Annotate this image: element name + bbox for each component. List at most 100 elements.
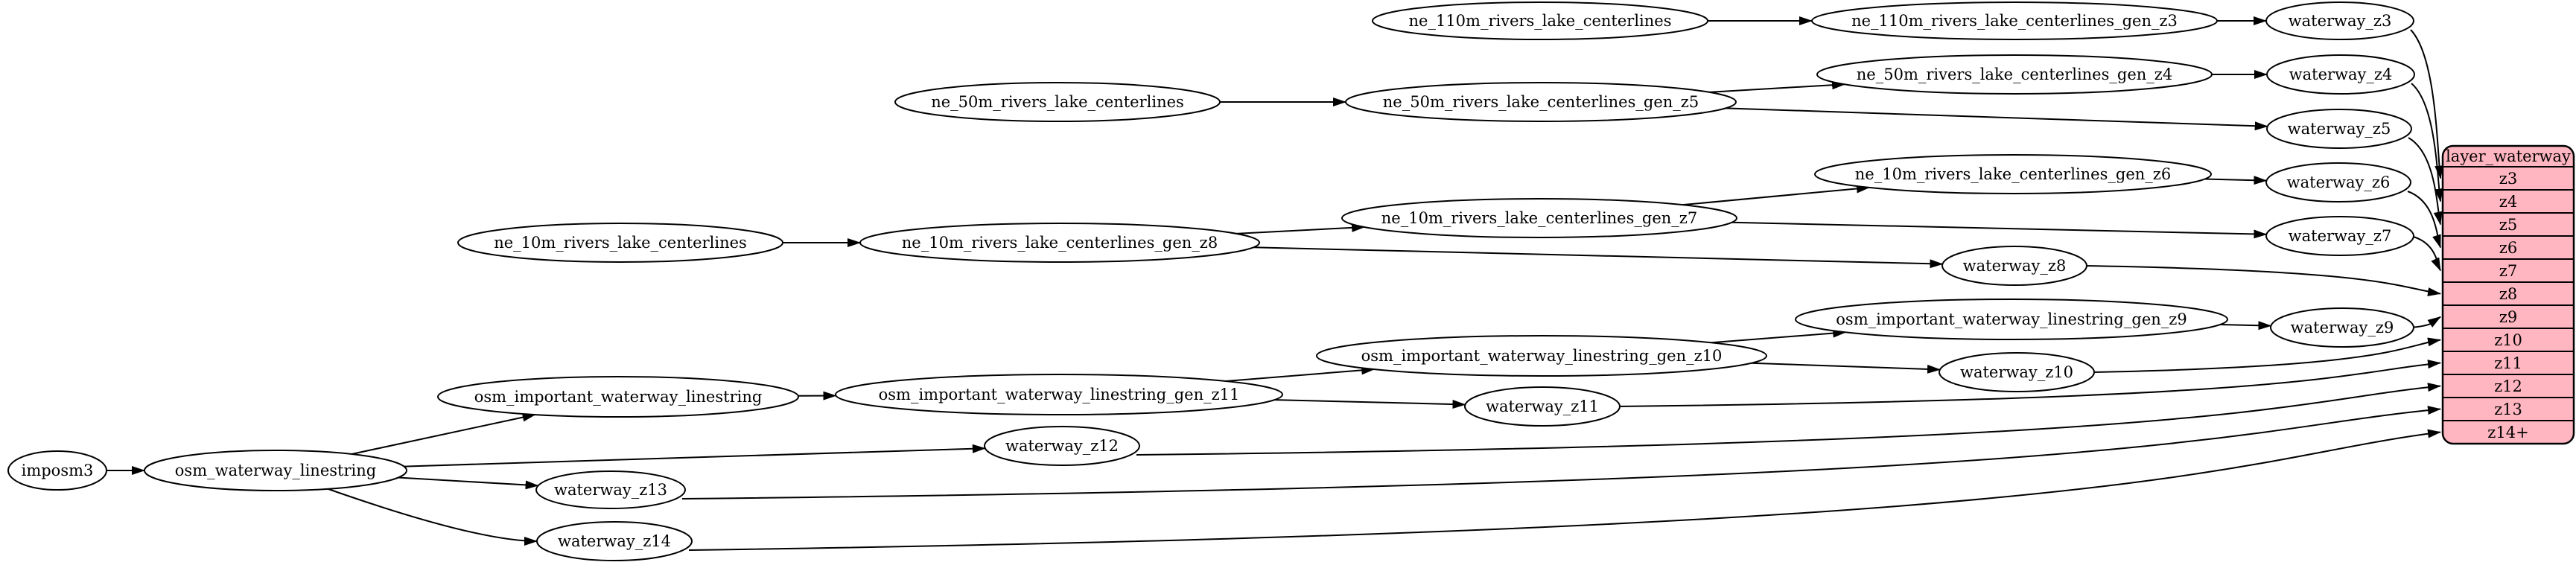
node-waterway_z6: waterway_z6 bbox=[2265, 162, 2411, 202]
node-label-ne_50m_rivers_lake_centerlines_gen_z5: ne_50m_rivers_lake_centerlines_gen_z5 bbox=[1383, 93, 1699, 111]
node-osm_important_waterway_linestring_gen_z9: osm_important_waterway_linestring_gen_z9 bbox=[1795, 299, 2228, 340]
edge-waterway_z4-to-z4 bbox=[2411, 83, 2443, 202]
node-ellipse-osm_waterway_linestring bbox=[144, 450, 407, 491]
node-waterway_z4: waterway_z4 bbox=[2266, 54, 2415, 95]
node-label-waterway_z9: waterway_z9 bbox=[2291, 319, 2394, 336]
node-ellipse-ne_10m_rivers_lake_centerlines bbox=[457, 223, 783, 263]
edge-waterway_z5-to-z5 bbox=[2408, 137, 2443, 226]
node-ellipse-waterway_z11 bbox=[1464, 386, 1621, 427]
edge-osm_important_waterway_linestring_gen_z11-to-osm_important_waterway_linestring_gen_z10 bbox=[1225, 366, 1376, 383]
table-row-z11: z11 bbox=[2494, 354, 2522, 372]
edge-osm_waterway_linestring-to-waterway_z12 bbox=[404, 444, 986, 468]
node-ellipse-ne_50m_rivers_lake_centerlines bbox=[894, 82, 1221, 122]
table-row-z12: z12 bbox=[2494, 377, 2522, 395]
node-ellipse-osm_important_waterway_linestring_gen_z9 bbox=[1795, 299, 2228, 340]
node-ellipse-osm_important_waterway_linestring bbox=[437, 376, 799, 418]
edge-waterway_z11-to-z11 bbox=[1616, 360, 2441, 407]
node-ellipse-ne_50m_rivers_lake_centerlines_gen_z4 bbox=[1816, 54, 2213, 95]
node-label-osm_important_waterway_linestring: osm_important_waterway_linestring bbox=[474, 388, 763, 406]
edge-osm_waterway_linestring-to-waterway_z14 bbox=[328, 488, 538, 546]
table-row-z14+: z14+ bbox=[2487, 424, 2528, 441]
node-ellipse-ne_110m_rivers_lake_centerlines_gen_z3 bbox=[1811, 1, 2218, 40]
node-label-ne_10m_rivers_lake_centerlines_gen_z7: ne_10m_rivers_lake_centerlines_gen_z7 bbox=[1381, 209, 1697, 227]
edge-waterway_z12-to-z12 bbox=[1136, 383, 2441, 456]
node-label-waterway_z10: waterway_z10 bbox=[1960, 363, 2073, 381]
node-waterway_z7: waterway_z7 bbox=[2265, 216, 2414, 256]
edge-waterway_z10-to-z10 bbox=[2090, 337, 2441, 373]
node-label-ne_110m_rivers_lake_centerlines: ne_110m_rivers_lake_centerlines bbox=[1409, 12, 1672, 30]
node-ellipse-waterway_z12 bbox=[984, 426, 1140, 466]
edge-ne_50m_rivers_lake_centerlines_gen_z5-to-ne_50m_rivers_lake_centerlines_gen_z4 bbox=[1708, 80, 1846, 93]
nodes-layer: imposm3 osm_waterway_linestring osm_import… bbox=[7, 1, 2415, 561]
node-ellipse-waterway_z10 bbox=[1939, 352, 2095, 392]
node-ne_110m_rivers_lake_centerlines: ne_110m_rivers_lake_centerlines bbox=[1372, 1, 1708, 40]
node-ne_10m_rivers_lake_centerlines: ne_10m_rivers_lake_centerlines bbox=[457, 223, 783, 263]
edge-waterway_z7-to-z7 bbox=[2410, 235, 2441, 272]
node-ne_50m_rivers_lake_centerlines_gen_z5: ne_50m_rivers_lake_centerlines_gen_z5 bbox=[1345, 82, 1737, 122]
node-ellipse-ne_10m_rivers_lake_centerlines_gen_z6 bbox=[1814, 154, 2212, 194]
node-label-osm_important_waterway_linestring_gen_z10: osm_important_waterway_linestring_gen_z1… bbox=[1361, 347, 1723, 365]
table-body bbox=[2441, 144, 2575, 445]
node-ellipse-waterway_z8 bbox=[1941, 246, 2087, 286]
node-ne_10m_rivers_lake_centerlines_gen_z7: ne_10m_rivers_lake_centerlines_gen_z7 bbox=[1341, 198, 1737, 238]
table-header-label: layer_waterway bbox=[2446, 147, 2571, 165]
node-ellipse-waterway_z5 bbox=[2266, 109, 2412, 149]
table-row-z3: z3 bbox=[2499, 170, 2517, 188]
node-waterway_z3: waterway_z3 bbox=[2265, 1, 2414, 40]
node-ellipse-waterway_z7 bbox=[2265, 216, 2414, 256]
node-ellipse-osm_important_waterway_linestring_gen_z11 bbox=[835, 374, 1283, 415]
node-ellipse-waterway_z3 bbox=[2265, 1, 2414, 40]
node-label-waterway_z3: waterway_z3 bbox=[2289, 12, 2392, 30]
node-ellipse-ne_10m_rivers_lake_centerlines_gen_z7 bbox=[1341, 198, 1737, 238]
table-row-z13: z13 bbox=[2494, 401, 2522, 418]
edge-waterway_z14-to-z14+ bbox=[688, 429, 2441, 551]
node-imposm3: imposm3 bbox=[7, 450, 107, 491]
node-waterway_z5: waterway_z5 bbox=[2266, 109, 2412, 149]
table-row-z8: z8 bbox=[2499, 285, 2517, 303]
table-row-z9: z9 bbox=[2499, 308, 2517, 326]
node-label-waterway_z8: waterway_z8 bbox=[1963, 257, 2067, 275]
edge-ne_10m_rivers_lake_centerlines_gen_z6-to-waterway_z6 bbox=[2204, 176, 2268, 185]
node-waterway_z13: waterway_z13 bbox=[535, 470, 686, 509]
table-layer_waterway: layer_waterwayz3z4z5z6z7z8z9z10z11z12z13… bbox=[2441, 144, 2575, 445]
edge-waterway_z3-to-z3 bbox=[2410, 29, 2444, 179]
node-label-ne_10m_rivers_lake_centerlines: ne_10m_rivers_lake_centerlines bbox=[494, 234, 747, 252]
node-label-ne_110m_rivers_lake_centerlines_gen_z3: ne_110m_rivers_lake_centerlines_gen_z3 bbox=[1851, 12, 2178, 30]
edge-osm_waterway_linestring-to-osm_important_waterway_linestring bbox=[351, 412, 536, 455]
node-waterway_z12: waterway_z12 bbox=[984, 426, 1140, 466]
node-ne_10m_rivers_lake_centerlines_gen_z6: ne_10m_rivers_lake_centerlines_gen_z6 bbox=[1814, 154, 2212, 194]
edge-ne_10m_rivers_lake_centerlines_gen_z7-to-waterway_z7 bbox=[1731, 221, 2268, 239]
node-ellipse-waterway_z13 bbox=[535, 470, 686, 509]
node-label-waterway_z7: waterway_z7 bbox=[2289, 227, 2392, 245]
node-label-waterway_z13: waterway_z13 bbox=[554, 481, 667, 499]
edge-ne_10m_rivers_lake_centerlines_gen_z8-to-waterway_z8 bbox=[1253, 246, 1944, 269]
node-label-osm_important_waterway_linestring_gen_z9: osm_important_waterway_linestring_gen_z9 bbox=[1836, 310, 2187, 328]
node-waterway_z8: waterway_z8 bbox=[1941, 246, 2087, 286]
edge-waterway_z8-to-z8 bbox=[2083, 265, 2441, 297]
edge-ne_50m_rivers_lake_centerlines_gen_z5-to-waterway_z5 bbox=[1726, 107, 2268, 131]
node-label-waterway_z5: waterway_z5 bbox=[2288, 120, 2391, 138]
node-label-ne_10m_rivers_lake_centerlines_gen_z6: ne_10m_rivers_lake_centerlines_gen_z6 bbox=[1855, 165, 2171, 183]
edge-waterway_z9-to-z9 bbox=[2410, 316, 2441, 328]
node-label-ne_50m_rivers_lake_centerlines: ne_50m_rivers_lake_centerlines bbox=[931, 93, 1184, 111]
node-label-imposm3: imposm3 bbox=[22, 462, 94, 479]
node-ne_10m_rivers_lake_centerlines_gen_z8: ne_10m_rivers_lake_centerlines_gen_z8 bbox=[859, 223, 1260, 263]
edge-osm_important_waterway_linestring_gen_z10-to-waterway_z10 bbox=[1751, 362, 1941, 374]
node-ellipse-ne_10m_rivers_lake_centerlines_gen_z8 bbox=[859, 223, 1260, 263]
edges-layer bbox=[106, 16, 2444, 551]
node-label-osm_waterway_linestring: osm_waterway_linestring bbox=[175, 462, 376, 479]
edge-osm_important_waterway_linestring_gen_z11-to-waterway_z11 bbox=[1274, 399, 1466, 409]
node-label-waterway_z14: waterway_z14 bbox=[558, 532, 671, 550]
node-osm_important_waterway_linestring_gen_z11: osm_important_waterway_linestring_gen_z1… bbox=[835, 374, 1283, 415]
node-ellipse-waterway_z9 bbox=[2270, 307, 2414, 348]
node-ne_50m_rivers_lake_centerlines_gen_z4: ne_50m_rivers_lake_centerlines_gen_z4 bbox=[1816, 54, 2213, 95]
node-osm_important_waterway_linestring_gen_z10: osm_important_waterway_linestring_gen_z1… bbox=[1316, 335, 1767, 377]
node-label-waterway_z6: waterway_z6 bbox=[2287, 173, 2391, 191]
node-ne_110m_rivers_lake_centerlines_gen_z3: ne_110m_rivers_lake_centerlines_gen_z3 bbox=[1811, 1, 2218, 40]
node-label-ne_50m_rivers_lake_centerlines_gen_z4: ne_50m_rivers_lake_centerlines_gen_z4 bbox=[1857, 66, 2172, 83]
node-ne_50m_rivers_lake_centerlines: ne_50m_rivers_lake_centerlines bbox=[894, 82, 1221, 122]
node-waterway_z10: waterway_z10 bbox=[1939, 352, 2095, 392]
node-ellipse-ne_50m_rivers_lake_centerlines_gen_z5 bbox=[1345, 82, 1737, 122]
node-waterway_z14: waterway_z14 bbox=[536, 521, 693, 561]
